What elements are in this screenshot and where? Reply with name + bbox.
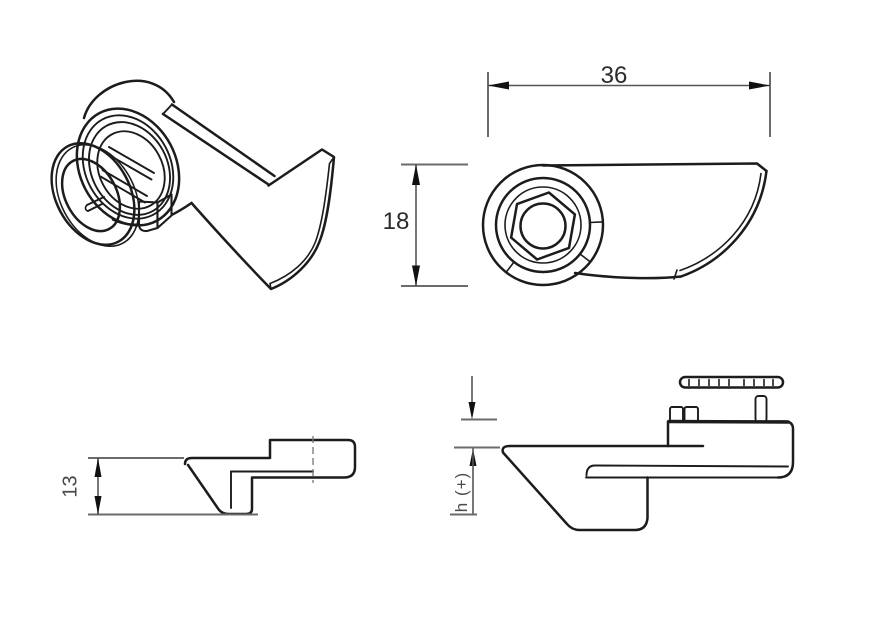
side-view-right: h (+) (450, 375, 795, 532)
dim-36-arrow-left (488, 81, 509, 90)
front-ring-tick-2 (579, 253, 591, 263)
front-wing-bottom-edge (573, 271, 683, 280)
front-wing-top-edge (541, 162, 768, 173)
dim-18-arrow-top (412, 164, 420, 185)
front-boss-ring (494, 176, 592, 274)
dim-18-label: 18 (383, 208, 410, 235)
iso-arm-strip-near-edge (161, 112, 270, 186)
iso-hub-silhouette (82, 79, 176, 120)
iso-wing-chamfer (269, 156, 335, 290)
iso-view (50, 79, 336, 291)
iso-washer-outer (50, 142, 136, 246)
iso-arm-strip-far-edge (170, 103, 276, 178)
dim-h-label: h (+) (452, 472, 471, 512)
left-profile-outline (183, 438, 357, 516)
iso-slot-bar-1 (108, 146, 155, 174)
iso-hub-opening (96, 130, 166, 210)
front-view: 36 18 (383, 62, 771, 287)
right-body-outline (666, 420, 795, 479)
iso-pin-stub-bottom (87, 202, 104, 212)
dim-36-label: 36 (601, 62, 628, 89)
iso-washer-inner (60, 157, 122, 233)
front-boss-outer-circle (481, 163, 605, 287)
front-wing-chamfer (679, 172, 762, 272)
dim-13-label: 13 (60, 475, 82, 497)
iso-hub-groove-1 (81, 114, 175, 220)
right-washer-edge (678, 375, 785, 389)
dim-18-arrow-bottom (412, 265, 420, 286)
iso-arm-strip-cap (162, 103, 173, 115)
front-wing-right-edge (679, 169, 768, 278)
iso-pin-stub-top (86, 196, 105, 206)
iso-hub-groove-2 (88, 121, 171, 216)
front-ring-tick-1 (589, 221, 603, 224)
iso-slot-bar-3 (101, 169, 148, 197)
front-boss-inner-ring (504, 186, 582, 264)
right-tab-2 (683, 406, 699, 423)
right-pin (754, 395, 768, 423)
iso-wing-outline (190, 148, 336, 291)
grip-upper-arrow (468, 402, 476, 420)
iso-hub-rim-outer (75, 107, 181, 227)
front-ring-tick-3 (505, 261, 515, 273)
front-hex-socket (509, 191, 577, 261)
front-wing-break-tick (673, 269, 678, 280)
right-washer-hatch (688, 378, 774, 387)
right-lever-outline (501, 444, 705, 532)
front-center-hole (519, 202, 567, 250)
right-step-top-line (585, 464, 789, 477)
iso-washer-rim (55, 143, 140, 248)
iso-pin-stub-cap (84, 204, 89, 212)
right-tab-1 (669, 406, 684, 423)
dim-13-arrow-top (94, 458, 102, 477)
dim-13-arrow-bottom (94, 496, 102, 515)
side-view-left: 13 (60, 436, 357, 516)
dim-36-arrow-right (749, 81, 770, 90)
